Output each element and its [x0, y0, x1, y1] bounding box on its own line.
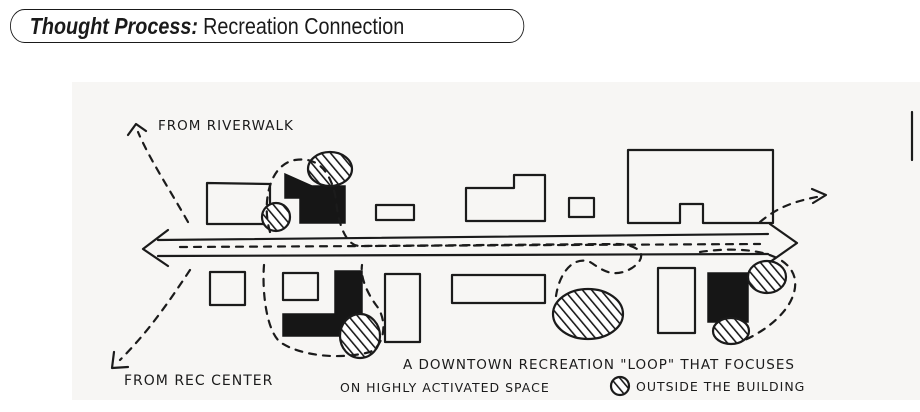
caption-line-2a: ON HIGHLY ACTIVATED SPACE — [340, 380, 550, 395]
riverwalk-connector — [138, 132, 188, 222]
building-outline — [385, 274, 420, 342]
caption-line-1: A DOWNTOWN RECREATION "LOOP" THAT FOCUSE… — [403, 357, 795, 373]
from-rec-center-label: FROM REC CENTER — [124, 373, 273, 389]
rec-center-connector — [120, 270, 190, 360]
east-connector — [760, 196, 822, 222]
hatched-space — [748, 261, 786, 293]
street-line-bottom — [158, 254, 768, 256]
rec-building-east — [708, 273, 748, 322]
building-outline — [376, 205, 414, 220]
hatched-circle-icon — [611, 377, 629, 395]
riverwalk-arrowhead — [128, 124, 146, 135]
arrowhead-west — [143, 230, 168, 266]
caption-line-2b: OUTSIDE THE BUILDING — [636, 379, 805, 394]
building-outline — [466, 175, 545, 221]
hatched-space — [340, 314, 380, 358]
building-outline — [283, 273, 318, 300]
east-arrowhead — [812, 189, 826, 203]
hatched-space — [553, 289, 623, 339]
building-outline — [452, 275, 545, 303]
building-outline — [658, 268, 695, 333]
hatched-space — [713, 318, 749, 344]
building-outline — [207, 183, 270, 224]
building-outline — [628, 150, 773, 223]
building-outline — [210, 272, 245, 305]
from-riverwalk-label: FROM RIVERWALK — [158, 118, 294, 134]
building-outline — [569, 198, 594, 217]
street-line-top — [158, 234, 768, 240]
